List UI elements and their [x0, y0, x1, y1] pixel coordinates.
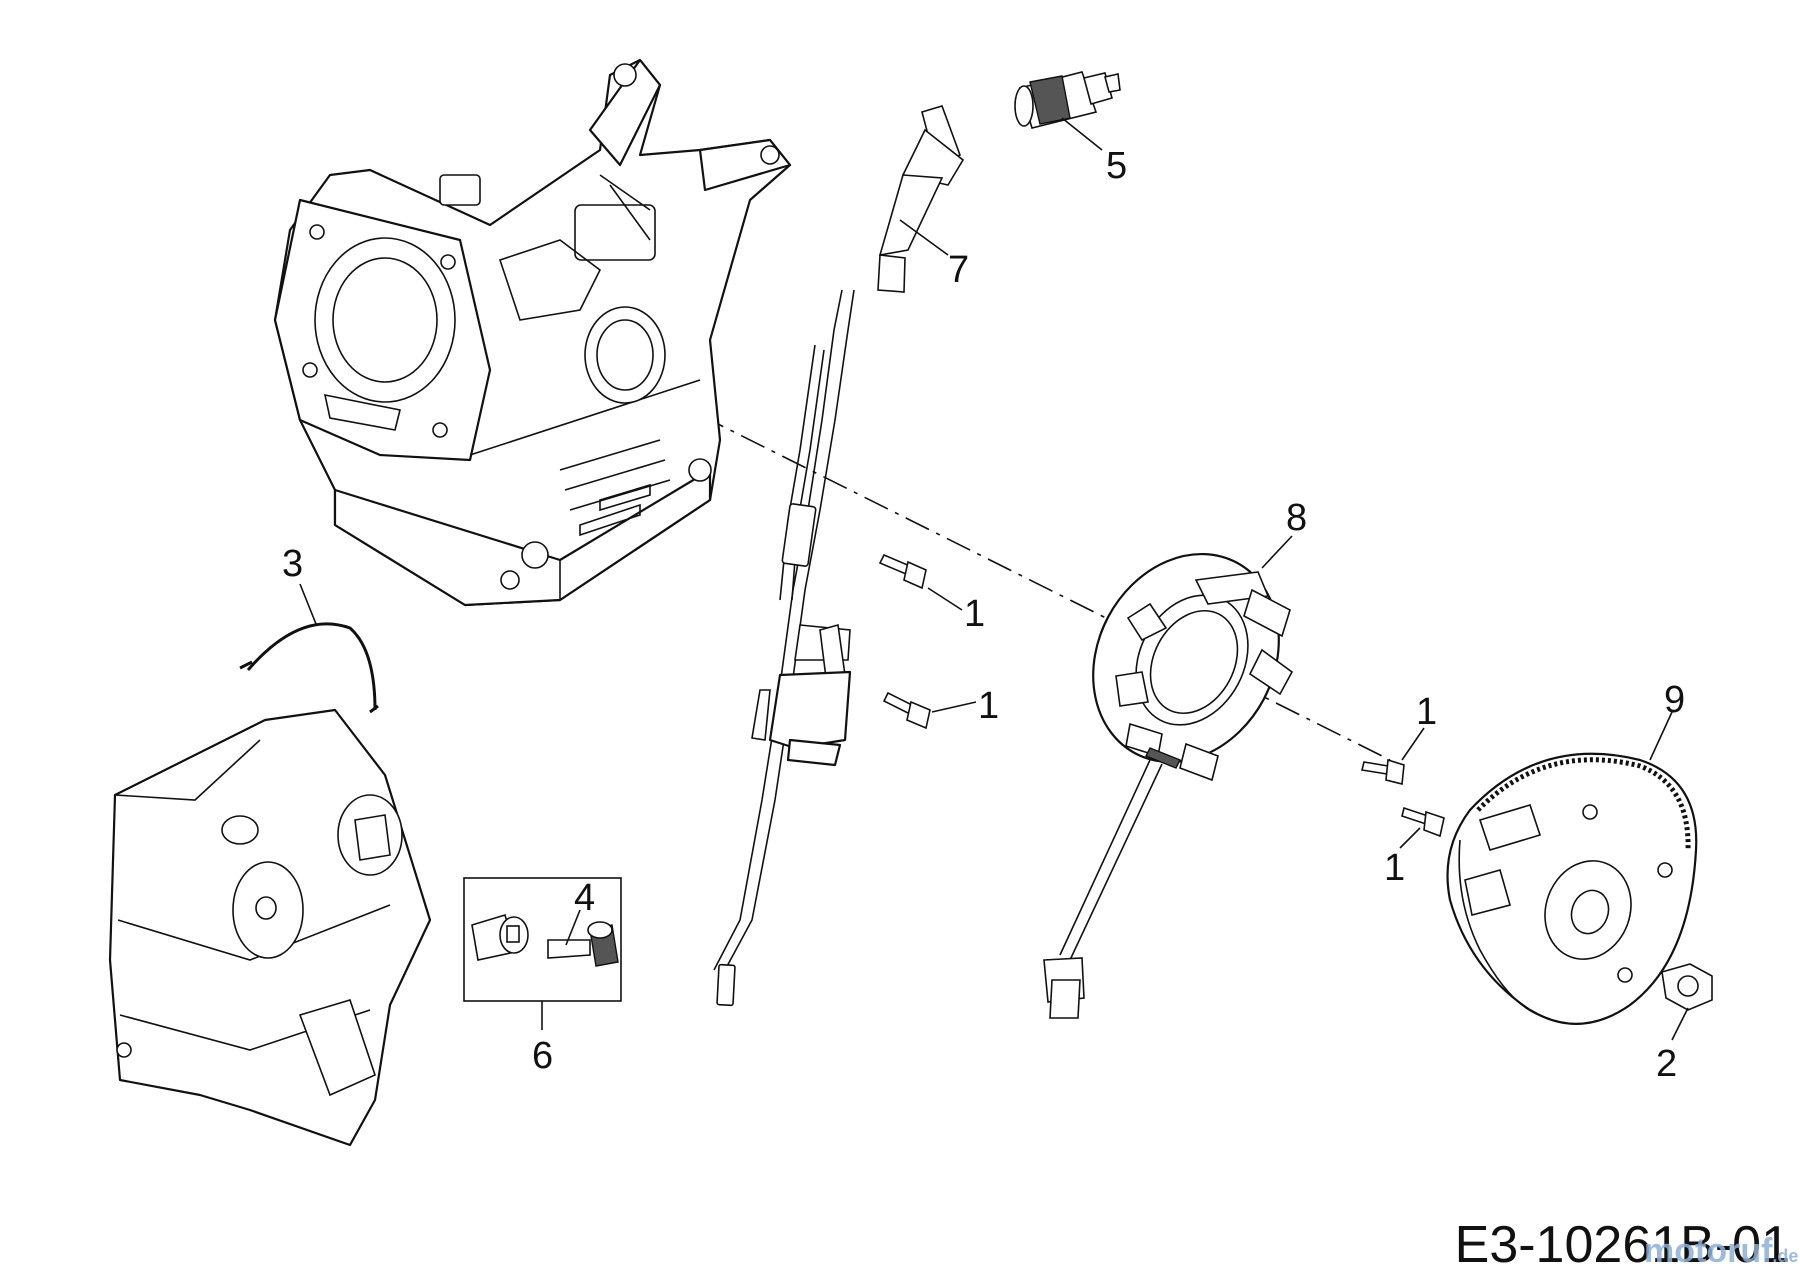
part-6-key-switch-kit — [463, 877, 622, 1002]
callout-1a: 1 — [964, 593, 985, 635]
leader-5 — [1061, 117, 1103, 151]
leader-1d — [1399, 827, 1421, 849]
callout-7: 7 — [948, 249, 969, 291]
callout-3: 3 — [282, 543, 303, 585]
part-7-wiring-harness — [713, 105, 965, 1007]
leader-3 — [299, 583, 317, 625]
part-1-bolt-c — [1361, 758, 1405, 785]
part-5-sensor — [1014, 71, 1121, 129]
leader-7 — [899, 219, 949, 256]
callout-8: 8 — [1286, 497, 1307, 539]
part-1-bolt-a — [878, 553, 927, 590]
fuel-tank — [108, 708, 432, 1147]
part-9-flywheel — [1446, 752, 1698, 1025]
leader-1b — [931, 701, 977, 713]
watermark-logo: motoruf.de — [1644, 1232, 1798, 1270]
leader-8 — [1261, 535, 1293, 569]
callout-1d: 1 — [1384, 847, 1405, 889]
leader-1c — [1401, 727, 1425, 761]
callout-5: 5 — [1106, 145, 1127, 187]
part-3-clip — [239, 622, 379, 714]
engine-block — [273, 58, 792, 607]
leader-4 — [565, 909, 581, 946]
leader-9 — [1649, 711, 1673, 761]
assembly-axis — [699, 414, 1391, 761]
part-1-bolt-b — [882, 691, 931, 730]
part-8-stator — [1043, 552, 1294, 1019]
leader-1a — [927, 587, 963, 611]
diagram-code: E3-10261B-01 — [1455, 1216, 1790, 1272]
callout-9: 9 — [1664, 679, 1685, 721]
part-2-nut — [1661, 963, 1713, 1011]
callout-1c: 1 — [1416, 691, 1437, 733]
callout-1b: 1 — [978, 685, 999, 727]
callout-4: 4 — [574, 877, 595, 919]
callout-2: 2 — [1656, 1043, 1677, 1085]
part-1-bolt-d — [1401, 806, 1445, 838]
callout-6: 6 — [532, 1035, 553, 1077]
leader-2 — [1671, 1007, 1689, 1041]
